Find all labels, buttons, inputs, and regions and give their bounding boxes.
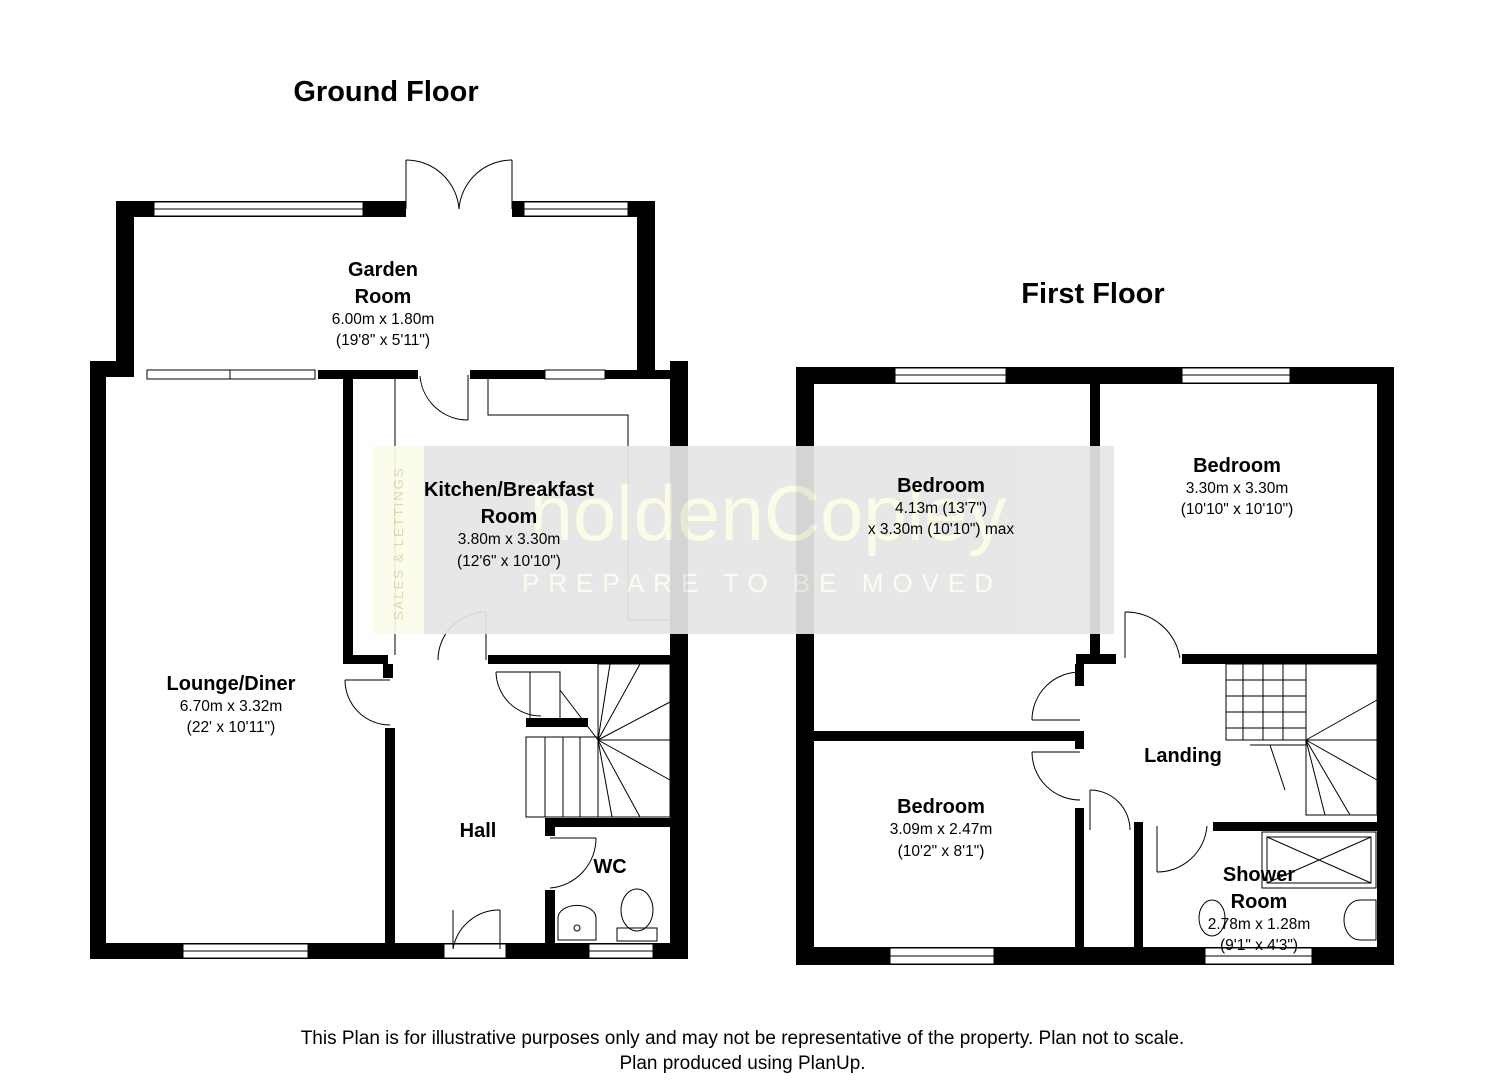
sliding-door (146, 369, 316, 380)
ground-floor-title: Ground Floor (293, 76, 478, 108)
wc-fixtures (557, 888, 658, 942)
room-dim-imperial: (9'1" x 4'3") (1220, 937, 1298, 954)
staircase (1225, 663, 1378, 816)
room-dim-metric: 2.78m x 1.28m (1208, 916, 1311, 933)
door (1031, 751, 1081, 801)
shower-fixtures (1198, 831, 1377, 941)
room-name-wc: WC (593, 856, 626, 878)
room-dim-metric: 3.30m x 3.30m (1186, 480, 1289, 497)
room-dim-metric: 3.80m x 3.30m (458, 531, 561, 548)
door (1089, 789, 1131, 831)
room-name-shower-room: Shower (1223, 864, 1295, 886)
room-dim-imperial: (22' x 10'11") (187, 719, 276, 736)
door (1156, 825, 1208, 873)
room-dim-imperial: x 3.30m (10'10") max (868, 521, 1015, 538)
room-name-lounge: Lounge/Diner (167, 673, 296, 695)
wall (343, 655, 388, 664)
room-dim-imperial: (12'6" x 10'10") (457, 553, 561, 570)
watermark-tagline: PREPARE TO BE MOVED (522, 568, 1002, 598)
wall (116, 201, 134, 377)
wall (1075, 664, 1084, 686)
disclaimer-line: This Plan is for illustrative purposes o… (300, 1028, 1185, 1049)
wall (385, 728, 395, 943)
room-dim-metric: 6.00m x 1.80m (332, 311, 435, 328)
wall (637, 201, 655, 377)
front-door (443, 909, 507, 959)
disclaimer: This Plan is for illustrative purposes o… (0, 1026, 1485, 1076)
wall (1134, 822, 1143, 948)
watermark: holdenCopley PREPARE TO BE MOVED SALES &… (372, 446, 1114, 634)
first-floor-title: First Floor (1021, 278, 1164, 310)
wall (1076, 654, 1116, 664)
wall (1075, 731, 1084, 749)
door (344, 679, 391, 726)
room-dim-imperial: (10'10" x 10'10") (1181, 501, 1294, 518)
room-dim-metric: 6.70m x 3.32m (180, 698, 283, 715)
room-name-kitchen: Kitchen/Breakfast (424, 479, 594, 501)
room-name-bedroom: Bedroom (897, 475, 985, 497)
room-name-hall: Hall (460, 820, 497, 842)
wall (1377, 367, 1394, 965)
wall (545, 890, 555, 943)
door (1031, 671, 1081, 721)
room-name-garden-room: Garden (348, 259, 418, 281)
room-name-bedroom: Bedroom (897, 796, 985, 818)
wall (526, 718, 588, 727)
room-dim-imperial: (10'2" x 8'1") (898, 843, 985, 860)
wall (90, 361, 106, 959)
wall (814, 731, 1084, 741)
disclaimer-line: Plan produced using PlanUp. (619, 1053, 866, 1074)
staircase (495, 663, 671, 818)
door (419, 375, 469, 421)
wall (1075, 808, 1084, 948)
wall (343, 377, 353, 664)
door (1124, 611, 1181, 659)
wall (545, 818, 675, 827)
ground-floor-plan (90, 159, 688, 959)
door (549, 837, 597, 889)
wall (796, 367, 1394, 384)
room-dim-metric: 3.09m x 2.47m (890, 821, 993, 838)
room-name-shower-room-line2: Room (1231, 891, 1288, 913)
room-name-landing: Landing (1144, 745, 1222, 767)
room-name-garden-room-line2: Room (355, 286, 412, 308)
first-floor-plan (796, 367, 1394, 965)
wall (488, 655, 678, 664)
room-name-kitchen-line2: Room (481, 506, 538, 528)
wall (1213, 822, 1383, 831)
wall (383, 664, 393, 678)
room-name-bedroom: Bedroom (1193, 455, 1281, 477)
watermark-side-text: SALES & LETTINGS (391, 467, 406, 620)
room-dim-imperial: (19'8" x 5'11") (336, 332, 430, 349)
french-doors (405, 159, 513, 210)
watermark-logo: holdenCopley (529, 469, 1006, 557)
wall (318, 370, 418, 379)
window (544, 369, 606, 380)
wall (1182, 654, 1382, 664)
room-dim-metric: 4.13m (13'7") (895, 500, 987, 517)
